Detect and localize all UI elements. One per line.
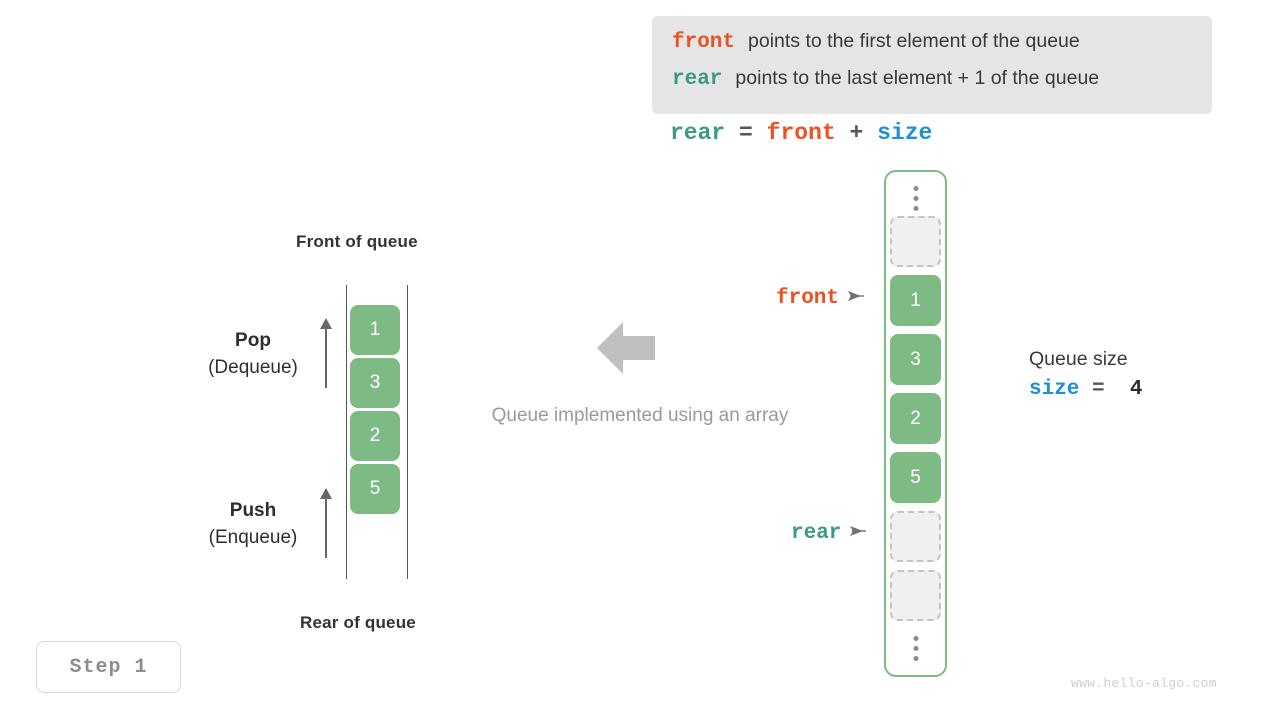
front-pointer: front <box>776 287 865 310</box>
legend-line-front: front points to the first element of the… <box>672 30 1192 67</box>
push-operation-label: Push (Enqueue) <box>188 498 318 552</box>
front-pointer-label: front <box>776 287 840 310</box>
formula-size-token: size <box>877 120 933 146</box>
formula-front-token: front <box>766 120 836 146</box>
queue-size-title: Queue size <box>1029 348 1128 370</box>
left-arrow-icon <box>597 322 655 379</box>
formula-plus-token: + <box>849 120 864 146</box>
pop-up-arrow-icon <box>319 318 333 388</box>
front-of-queue-label: Front of queue <box>296 232 418 251</box>
pop-operation-label: Pop (Dequeue) <box>188 328 318 382</box>
legend-text-front: points to the first element of the queue <box>748 30 1080 52</box>
queue-rail-right <box>407 285 408 579</box>
legend-line-rear: rear points to the last element + 1 of t… <box>672 67 1192 104</box>
formula-expression: rear = front + size <box>670 120 932 146</box>
size-key-token: size <box>1029 378 1080 401</box>
array-slot-filled: 3 <box>890 334 941 385</box>
ellipsis-dots-top-icon <box>913 186 918 211</box>
pop-label-main: Pop <box>235 330 271 351</box>
rear-pointer-label: rear <box>791 522 842 545</box>
diagram-caption: Queue implemented using an array <box>491 405 789 426</box>
formula-rear-token: rear <box>670 120 726 146</box>
legend-key-rear: rear <box>672 68 723 91</box>
pointer-arrow-icon <box>848 289 865 308</box>
queue-cell: 3 <box>350 358 400 408</box>
ellipsis-dots-bottom-icon <box>913 636 918 661</box>
watermark: www.hello-algo.com <box>1071 676 1217 691</box>
array-slot-filled: 1 <box>890 275 941 326</box>
push-label-main: Push <box>229 500 277 521</box>
size-value-token: 4 <box>1129 378 1143 401</box>
push-label-sub: (Enqueue) <box>208 527 298 548</box>
array-slot-empty <box>890 511 941 562</box>
pop-label-sub: (Dequeue) <box>208 357 298 378</box>
pointer-arrow-icon <box>850 524 867 543</box>
legend-key-front: front <box>672 31 736 54</box>
push-up-arrow-icon <box>319 488 333 558</box>
array-slot-filled: 2 <box>890 393 941 444</box>
array-slot-empty <box>890 216 941 267</box>
step-badge: Step 1 <box>36 641 181 693</box>
queue-cell: 2 <box>350 411 400 461</box>
queue-cell: 5 <box>350 464 400 514</box>
legend-box: front points to the first element of the… <box>652 16 1212 114</box>
legend-text-rear: points to the last element + 1 of the qu… <box>735 67 1100 89</box>
size-equals-token: = <box>1092 378 1105 401</box>
rear-pointer: rear <box>791 522 867 545</box>
queue-size-expression: size = 4 <box>1029 374 1142 406</box>
queue-cell: 1 <box>350 305 400 355</box>
queue-rail-left <box>346 285 347 579</box>
array-slot-empty <box>890 570 941 621</box>
formula-equals-token: = <box>739 120 753 146</box>
array-container: 1 3 2 5 <box>884 170 947 677</box>
array-slot-filled: 5 <box>890 452 941 503</box>
queue-size-info: Queue size size = 4 <box>1029 344 1142 406</box>
rear-of-queue-label: Rear of queue <box>300 613 416 632</box>
